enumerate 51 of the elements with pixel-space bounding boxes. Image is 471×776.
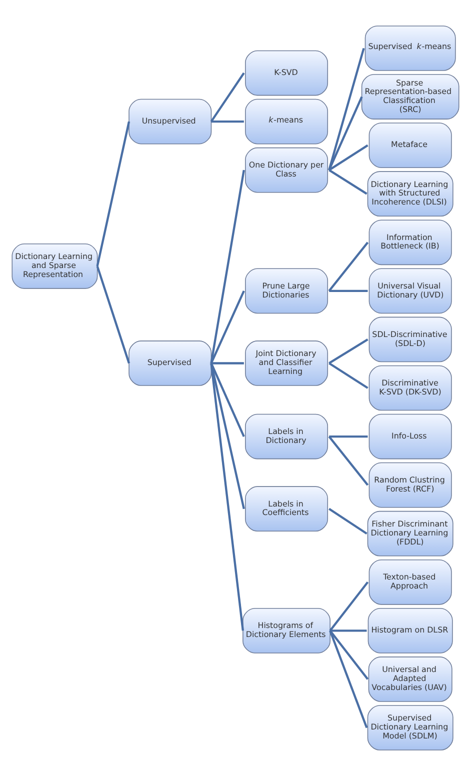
node-box: Discriminative K-SVD (DK-SVD) — [368, 365, 452, 411]
connector — [329, 581, 369, 632]
node-box: Universal Visual Dictionary (UVD) — [368, 268, 452, 314]
node-box: Prune Large Dictionaries — [245, 268, 328, 314]
node-box: Labels in Dictionary — [245, 414, 328, 460]
connector — [210, 290, 245, 364]
connector — [329, 630, 369, 680]
node-box: Information Bottleneck (IB) — [368, 220, 452, 266]
node-box: Texton-based Approach — [368, 559, 452, 605]
connector — [329, 435, 368, 438]
node-box: Dictionary Learning and Sparse Representation — [12, 243, 98, 289]
node-box: Supervised Dictionary Learning Model (SDLM) — [367, 705, 454, 750]
node-box: Random Clustring Forest (RCF) — [368, 462, 452, 508]
connector — [210, 362, 245, 437]
connector — [329, 630, 368, 728]
connector — [328, 242, 369, 292]
node-box: K-SVD — [245, 50, 328, 96]
connector — [328, 96, 363, 171]
connector — [211, 362, 244, 364]
connector — [210, 170, 245, 364]
node-box: Dictionary Learning with Structured Incoherence (DLSI) — [367, 171, 454, 217]
connector — [328, 508, 368, 535]
node-box: Labels in Coefficients — [245, 486, 328, 532]
connector — [328, 436, 369, 486]
node-box: Info-Loss — [368, 414, 452, 460]
connector — [211, 120, 244, 123]
connector — [328, 169, 368, 195]
connector — [210, 72, 245, 122]
node-box: Universal and Adapted Vocabularies (UAV) — [368, 656, 452, 702]
connector — [328, 144, 368, 171]
connector — [210, 363, 245, 510]
node-box: One Dictionary per Class — [245, 147, 328, 193]
node-box: Histogram on DLSR — [368, 608, 453, 654]
connector — [96, 266, 130, 364]
node-box: Sparse Representation-based Classification (SRC) — [361, 74, 460, 120]
node-box: SDL-Discriminative (SDL-D) — [368, 316, 452, 362]
node-box: Unsupervised — [128, 98, 212, 144]
connector — [330, 630, 367, 632]
node-box: Histograms of Dictionary Elements — [242, 608, 330, 654]
node-box: Fisher Discriminant Dictionary Learning (FDDL) — [367, 510, 454, 556]
node-box: Metaface — [368, 122, 452, 168]
connector — [328, 48, 365, 170]
connector — [328, 362, 368, 389]
node-box: k-means — [245, 98, 328, 144]
node-box: Supervised — [128, 340, 212, 386]
node-box: Joint Dictionary and Classifier Learning — [245, 340, 328, 386]
connector — [96, 121, 130, 266]
connector — [328, 338, 368, 364]
connector — [210, 363, 244, 631]
connector — [329, 290, 368, 292]
node-box: Supervised k-means — [364, 26, 456, 71]
